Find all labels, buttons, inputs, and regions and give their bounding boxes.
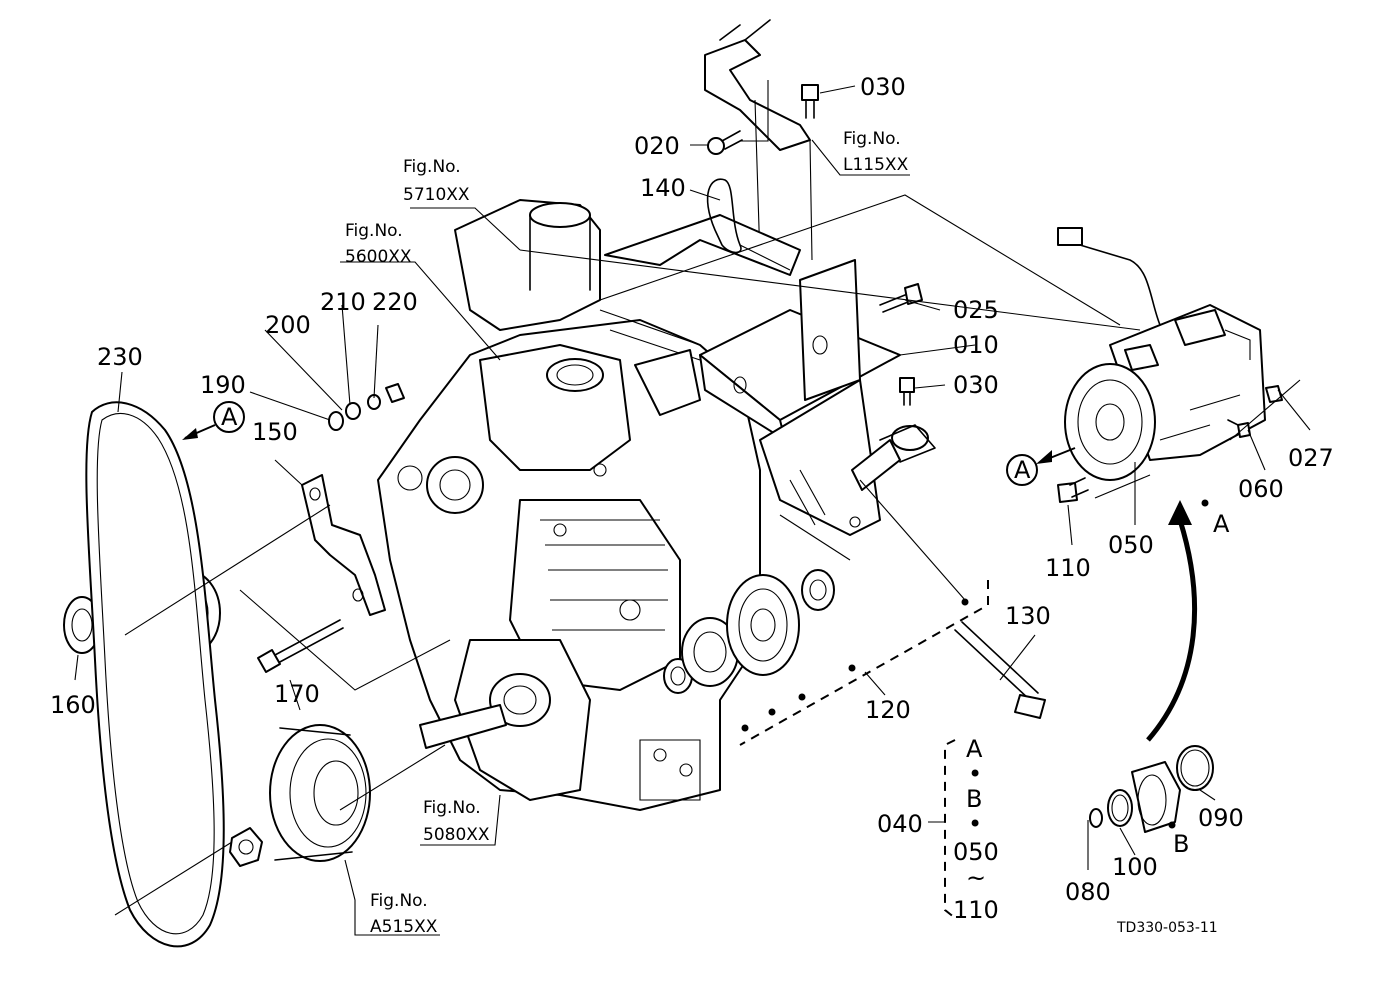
- fig-5600-title: Fig.No.: [345, 221, 403, 241]
- label-030-top: 030: [860, 73, 906, 101]
- group-a: A: [966, 735, 983, 763]
- label-090: 090: [1198, 804, 1244, 832]
- label-130: 130: [1005, 602, 1051, 630]
- fig-5080-code: 5080XX: [423, 825, 490, 845]
- label-100: 100: [1112, 853, 1158, 881]
- label-110: 110: [1045, 554, 1091, 582]
- label-050: 050: [1108, 531, 1154, 559]
- v-belt-230: [85, 401, 225, 948]
- label-230: 230: [97, 343, 143, 371]
- circle-a-right-letter: A: [1014, 456, 1031, 484]
- bolt-030-mid: [899, 377, 915, 406]
- bolt-020: [707, 130, 743, 155]
- figure-references: Fig.No. L115XX Fig.No. 5710XX Fig.No. 56…: [345, 129, 909, 937]
- group-040-items: A • B • 050 ~ 110: [953, 735, 999, 924]
- bolt-025: [879, 283, 923, 313]
- label-140: 140: [640, 174, 686, 202]
- bracket-mount-plate: [604, 214, 901, 536]
- bolt-030-top: [801, 84, 819, 119]
- label-200: 200: [265, 311, 311, 339]
- label-025: 025: [953, 296, 999, 324]
- label-080: 080: [1065, 878, 1111, 906]
- leader-lines: [74, 80, 1311, 936]
- label-210: 210: [320, 288, 366, 316]
- bolt-110: [1057, 477, 1089, 503]
- fig-l115-title: Fig.No.: [843, 129, 901, 149]
- bracket-120-dashed: [739, 499, 1209, 829]
- group-tilde: ~: [966, 864, 986, 892]
- label-030-mid: 030: [953, 371, 999, 399]
- group-sep-1: •: [968, 760, 982, 788]
- tube-bracket: [704, 19, 813, 261]
- group-sep-2: •: [968, 810, 982, 838]
- bolt-170: [257, 619, 344, 673]
- group-b: B: [966, 785, 982, 813]
- marker-letters: A A A B: [221, 403, 1230, 858]
- label-020: 020: [634, 132, 680, 160]
- bolt-027: [1265, 385, 1283, 403]
- fig-5080-title: Fig.No.: [423, 798, 481, 818]
- circle-a-left-letter: A: [221, 403, 238, 431]
- label-150: 150: [252, 418, 298, 446]
- fig-l115-code: L115XX: [843, 155, 909, 175]
- label-027: 027: [1288, 444, 1334, 472]
- pulley-assembly: [663, 569, 835, 694]
- fig-5710-code: 5710XX: [403, 185, 470, 205]
- marker-b-bearing: B: [1173, 830, 1189, 858]
- washers-190-220: [328, 383, 405, 431]
- label-190: 190: [200, 371, 246, 399]
- fig-5600-code: 5600XX: [345, 247, 412, 267]
- fig-5710-title: Fig.No.: [403, 157, 461, 177]
- label-170: 170: [274, 680, 320, 708]
- marker-a-compressor: A: [1213, 510, 1230, 538]
- ac-compressor: [1057, 227, 1266, 481]
- curved-arrow: [1146, 500, 1198, 742]
- label-220: 220: [372, 288, 418, 316]
- arrow-a-right: [1006, 447, 1076, 486]
- label-010: 010: [953, 331, 999, 359]
- clutch-parts: [1089, 745, 1214, 833]
- label-160: 160: [50, 691, 96, 719]
- label-040: 040: [877, 810, 923, 838]
- bolt-130: [954, 621, 1046, 719]
- crank-pulley: [229, 724, 371, 867]
- group-bracket-040: [928, 739, 956, 919]
- fig-a515-code: A515XX: [370, 917, 438, 937]
- group-from: 050: [953, 838, 999, 866]
- group-to: 110: [953, 896, 999, 924]
- bracket-150: [301, 474, 386, 616]
- arrow-a-left: [182, 401, 245, 440]
- label-120: 120: [865, 696, 911, 724]
- fig-a515-title: Fig.No.: [370, 891, 428, 911]
- part-labels: 030 020 140 025 010 030 230 200 210 220 …: [50, 73, 1334, 906]
- drawing-code: TD330-053-11: [1116, 920, 1218, 936]
- label-060: 060: [1238, 475, 1284, 503]
- shaft-pin: [851, 424, 936, 491]
- engine-block: [377, 199, 761, 811]
